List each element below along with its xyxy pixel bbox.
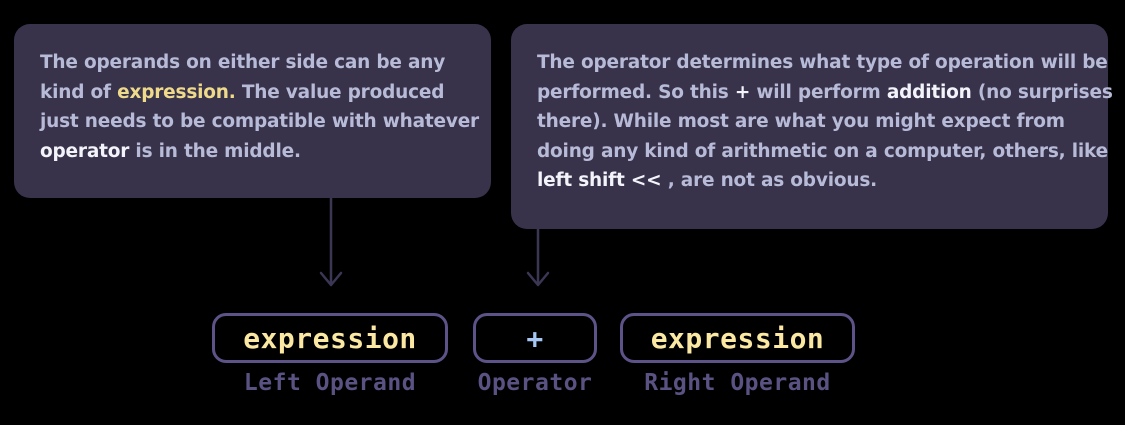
emphasized-text: left shift << bbox=[537, 170, 662, 191]
callout-line: kind of expression. The value produced bbox=[40, 78, 465, 108]
callout-line: just needs to be compatible with whateve… bbox=[40, 107, 479, 137]
left-operand-token: expression bbox=[212, 313, 448, 363]
body-text: doing any kind of arithmetic on a comput… bbox=[537, 140, 1108, 162]
right-operand-token: expression bbox=[620, 313, 855, 363]
body-text: just needs to be compatible with whateve… bbox=[40, 111, 479, 132]
body-text: The operator determines what type of ope… bbox=[537, 52, 1108, 73]
callout-line: The operands on either side can be any bbox=[40, 48, 465, 78]
operands-explanation-callout: The operands on either side can be any ki… bbox=[14, 24, 491, 198]
body-text: is in the middle. bbox=[129, 140, 301, 162]
body-text: will perform bbox=[750, 81, 887, 103]
operator-token: + bbox=[473, 313, 597, 363]
callout-line: left shift << , are not as obvious. bbox=[537, 166, 1082, 196]
callout-line: performed. So this + will perform additi… bbox=[537, 78, 1113, 108]
right-operand-caption: Right Operand bbox=[644, 370, 831, 396]
callout-line: operator is in the middle. bbox=[40, 137, 465, 167]
callout-line: there). While most are what you might ex… bbox=[537, 107, 1082, 137]
left-operand-caption: Left Operand bbox=[243, 370, 417, 396]
operator-explanation-callout: The operator determines what type of ope… bbox=[511, 24, 1113, 229]
body-text: (no surprises bbox=[971, 81, 1113, 103]
body-text: The value produced bbox=[235, 81, 445, 103]
body-text: there). While most are what you might ex… bbox=[537, 111, 1065, 132]
operator-caption: Operator bbox=[477, 370, 593, 396]
emphasized-text: operator bbox=[40, 140, 130, 162]
body-text: The operands on either side can be any bbox=[40, 52, 446, 73]
down-arrow-icon bbox=[526, 229, 550, 287]
body-text: performed. So this bbox=[537, 81, 735, 103]
emphasized-text: + bbox=[734, 81, 751, 103]
down-arrow-icon bbox=[319, 198, 343, 287]
body-text: kind of bbox=[40, 81, 118, 103]
emphasized-text: expression. bbox=[117, 81, 236, 103]
body-text: , are not as obvious. bbox=[661, 170, 877, 191]
emphasized-text: addition bbox=[886, 81, 972, 103]
callout-line: The operator determines what type of ope… bbox=[537, 48, 1108, 78]
callout-line: doing any kind of arithmetic on a comput… bbox=[537, 137, 1108, 167]
